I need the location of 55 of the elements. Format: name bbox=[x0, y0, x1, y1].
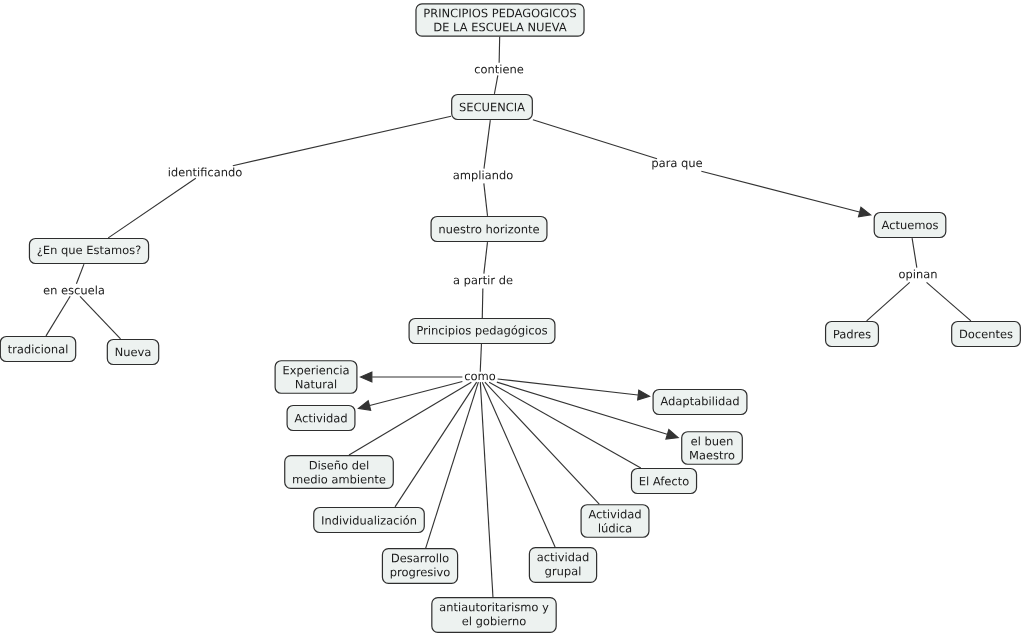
concept-box: tradicional bbox=[0, 335, 77, 363]
connector-line bbox=[493, 74, 499, 95]
connector-line bbox=[394, 381, 478, 508]
connector-line bbox=[425, 381, 479, 549]
connector-line bbox=[532, 119, 658, 160]
connector-line bbox=[483, 119, 491, 170]
concept-box: Nueva bbox=[106, 338, 160, 366]
concept-box: Docentes bbox=[951, 320, 1021, 348]
arrow bbox=[359, 371, 463, 383]
linking-phrase: identificando bbox=[166, 165, 244, 179]
concept-box: ¿En que Estamos? bbox=[28, 237, 150, 265]
connector-line bbox=[484, 381, 600, 505]
concept-box: antiautoritarismo y el gobierno bbox=[431, 597, 557, 633]
arrow bbox=[357, 380, 463, 411]
concept-box: Actividad bbox=[286, 404, 356, 432]
connector-line bbox=[75, 263, 85, 285]
concept-box: Actuemos bbox=[873, 211, 947, 239]
connector-line bbox=[488, 381, 642, 469]
concept-box: El Afecto bbox=[630, 467, 698, 495]
concept-box: Principios pedagógicos bbox=[408, 317, 556, 345]
connector-line bbox=[45, 295, 71, 337]
connector-line bbox=[481, 381, 556, 548]
concept-box: actividad grupal bbox=[528, 547, 598, 583]
linking-phrase: como bbox=[462, 372, 498, 382]
concept-box: Desarrollo progresivo bbox=[381, 548, 459, 584]
linking-phrase: para que bbox=[649, 159, 705, 171]
concept-box: Diseño del medio ambiente bbox=[284, 455, 394, 489]
concept-box: Actividad lúdica bbox=[580, 504, 650, 538]
concept-box: PRINCIPIOS PEDAGOGICOS DE LA ESCUELA NUEVA bbox=[415, 3, 585, 37]
concept-box: SECUENCIA bbox=[451, 93, 533, 121]
connector-line bbox=[79, 295, 122, 340]
connector-line bbox=[483, 182, 489, 217]
concept-box: nuestro horizonte bbox=[430, 215, 548, 243]
linking-phrase: en escuela bbox=[41, 283, 107, 297]
connector-line bbox=[479, 343, 482, 373]
arrow bbox=[497, 378, 651, 401]
connector-line bbox=[498, 36, 501, 64]
linking-phrase: ampliando bbox=[451, 168, 515, 184]
connector-line bbox=[348, 381, 472, 456]
connector-line bbox=[483, 241, 489, 275]
linking-phrase: contiene bbox=[472, 62, 526, 76]
connector-line bbox=[866, 281, 911, 322]
concept-box: Experiencia Natural bbox=[274, 360, 358, 394]
linking-phrase: opinan bbox=[896, 267, 940, 283]
concept-box: el buen Maestro bbox=[681, 431, 743, 465]
connector-line bbox=[481, 287, 484, 319]
concept-box: Individualización bbox=[313, 506, 425, 534]
linking-phrase: a partir de bbox=[451, 273, 515, 289]
connector-line bbox=[926, 281, 972, 322]
connector-line bbox=[232, 115, 452, 167]
concept-box: Padres bbox=[824, 320, 880, 348]
connector-line bbox=[107, 177, 197, 239]
connector-line bbox=[479, 381, 494, 598]
connector-line bbox=[911, 237, 918, 269]
concept-box: Adaptabilidad bbox=[652, 388, 748, 416]
